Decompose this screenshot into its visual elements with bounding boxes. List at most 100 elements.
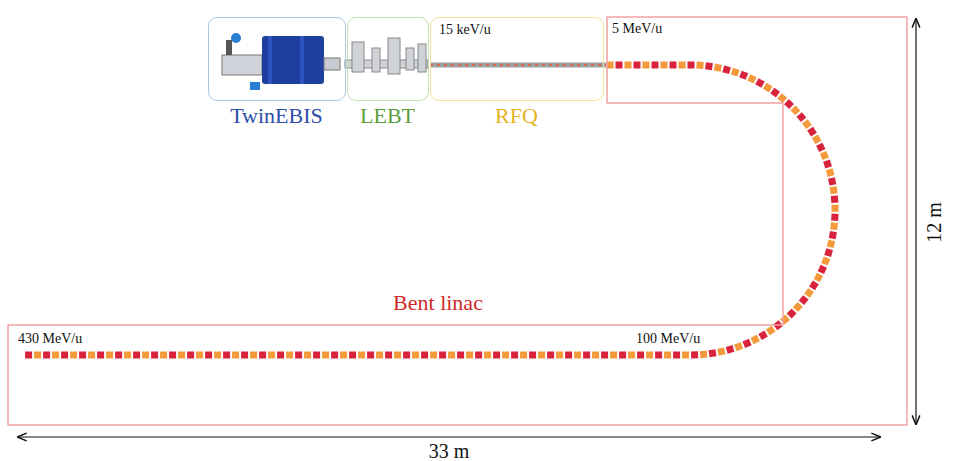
cell: [178, 352, 185, 359]
cell: [583, 352, 590, 359]
cell: [655, 352, 662, 359]
cell: [403, 352, 410, 359]
section-name: Bent linac: [393, 290, 483, 316]
cell: [802, 119, 812, 129]
cell: [714, 64, 722, 72]
cell: [827, 240, 835, 248]
cell: [784, 99, 794, 109]
section-box: 15 keV/uRFQ: [430, 17, 604, 101]
cell: [43, 352, 50, 359]
cell: [664, 352, 671, 359]
cell: [475, 352, 482, 359]
cell: [142, 352, 149, 359]
cell: [824, 248, 833, 257]
cell: [823, 160, 832, 169]
cell: [601, 352, 608, 359]
region-outline: [8, 17, 907, 425]
cell: [807, 127, 817, 137]
cell: [709, 349, 717, 357]
cell: [770, 88, 780, 98]
energy-label: 5 MeV/u: [612, 21, 662, 37]
section-box: LEBT: [347, 17, 429, 101]
ebis-machine: [222, 33, 340, 90]
cell: [750, 335, 759, 344]
cell: [286, 352, 293, 359]
cell: [816, 143, 825, 152]
cell: [88, 352, 95, 359]
cell: [547, 351, 554, 358]
cell: [646, 352, 653, 359]
cell: [151, 352, 158, 359]
cell: [787, 308, 797, 318]
cell: [358, 352, 365, 359]
cell: [616, 62, 623, 69]
cell: [814, 273, 823, 282]
cell: [277, 352, 284, 359]
cell: [79, 352, 86, 359]
cell: [313, 352, 320, 359]
cell: [502, 352, 509, 359]
cell: [538, 352, 545, 359]
cell: [625, 62, 632, 69]
cell: [322, 352, 329, 359]
cell: [160, 352, 167, 359]
cell: [97, 352, 104, 359]
cell: [818, 265, 827, 274]
cell: [670, 62, 677, 69]
section-name: LEBT: [360, 103, 415, 129]
cell: [133, 352, 140, 359]
cell: [466, 352, 473, 359]
section-name: TwinEBIS: [230, 103, 323, 129]
cell: [766, 326, 776, 336]
cell: [731, 68, 740, 77]
cell: [777, 93, 787, 103]
cell: [628, 352, 635, 359]
cell: [187, 352, 194, 359]
cell: [758, 330, 768, 340]
cell: [755, 78, 765, 88]
cell: [439, 352, 446, 359]
cell: [304, 352, 311, 359]
cell: [484, 352, 491, 359]
energy-label: 15 keV/u: [439, 22, 491, 38]
linac-region: 5 MeV/uBent linac100 MeV/u430 MeV/u: [8, 17, 907, 425]
cell: [25, 352, 32, 359]
cell: [643, 62, 650, 69]
energy-label: 100 MeV/u: [636, 331, 700, 347]
cell: [340, 352, 347, 359]
cell: [574, 352, 581, 359]
cell: [592, 352, 599, 359]
dimension-arrow: [915, 19, 916, 424]
cell: [691, 351, 698, 358]
cell: [619, 352, 626, 359]
cell: [830, 222, 838, 230]
dimension-label: 33 m: [429, 440, 470, 461]
cell: [259, 352, 266, 359]
cell: [232, 352, 239, 359]
outline: [8, 17, 907, 425]
rfq-cells: [430, 64, 606, 66]
lebt-beamline: [345, 38, 428, 74]
cell: [52, 352, 59, 359]
cell: [34, 352, 41, 359]
cell: [722, 65, 731, 74]
cell: [115, 352, 122, 359]
cell: [205, 352, 212, 359]
cell: [412, 352, 419, 359]
cell: [717, 347, 725, 355]
cell: [493, 352, 500, 359]
cell: [394, 352, 401, 359]
cell: [169, 352, 176, 359]
cell: [661, 62, 668, 69]
cell: [687, 61, 694, 68]
cell: [799, 295, 809, 305]
cell: [214, 352, 221, 359]
cell: [790, 105, 800, 115]
cell: [421, 352, 428, 359]
section-box: TwinEBIS: [208, 17, 346, 101]
cell: [385, 352, 392, 359]
dimension-arrow: [18, 436, 880, 437]
cell: [679, 62, 686, 69]
cell: [124, 352, 131, 359]
